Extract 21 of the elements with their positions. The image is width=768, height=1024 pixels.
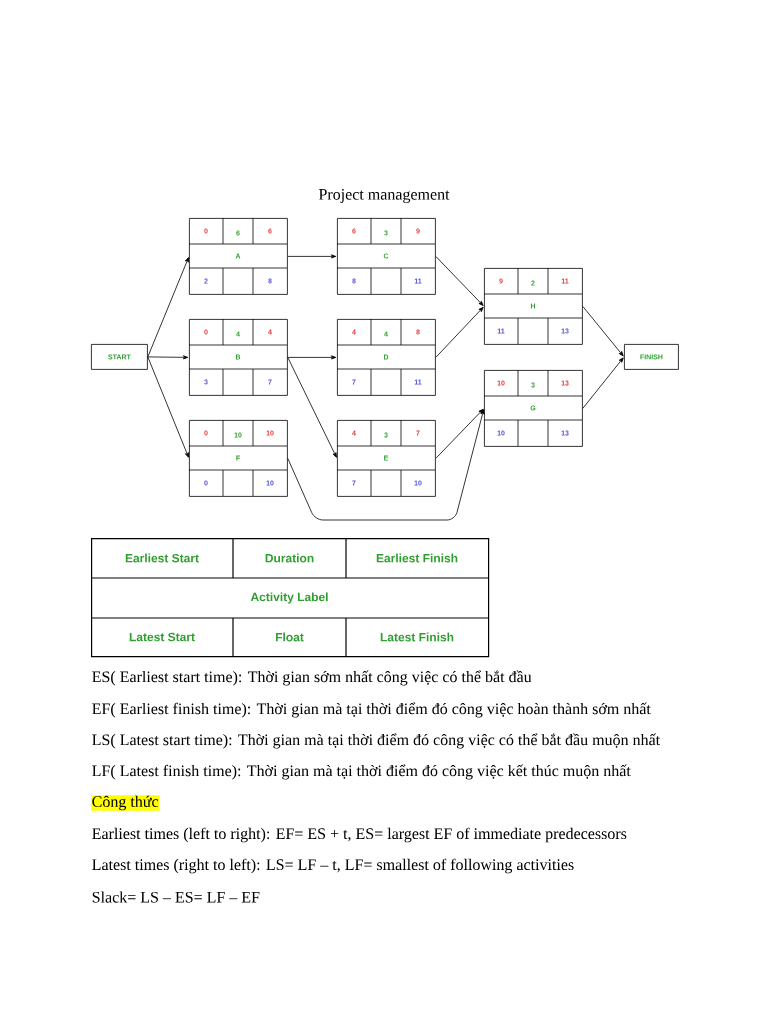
diagram-title: Project management <box>318 188 450 204</box>
arrow <box>435 408 484 459</box>
arrow <box>435 256 484 306</box>
arrow <box>582 306 624 357</box>
body-text: EF( Earliest finish time): Thời gian mà tại thời điểm đó công việc hoàn thành sớm nhất <box>92 702 651 718</box>
arrow <box>287 357 337 458</box>
body-text: Latest times (right to left): LS= LF – t, LF= smallest of following activities <box>92 858 574 874</box>
legend-table: Earliest Start Duration Earliest Finish Activity Label Latest Start Float Latest Finish <box>90 537 490 658</box>
arrow <box>582 357 624 409</box>
arrow <box>287 254 337 259</box>
arrow <box>147 356 189 458</box>
body-text: Slack= LS – ES= LF – EF <box>92 891 260 903</box>
highlighted-heading: Công thức <box>91 795 160 811</box>
arrow <box>435 306 484 358</box>
arrow <box>147 355 189 360</box>
arrow <box>287 355 337 360</box>
body-text: LF( Latest finish time): Thời gian mà tại thời điểm đó công việc kết thúc muộn nhất <box>92 764 631 780</box>
arrow <box>147 257 189 358</box>
body-text: LS( Latest start time): Thời gian mà tại thời điểm đó công việc có thể bắt đầu muộn nhất <box>92 733 661 749</box>
body-text: Earliest times (left to right): EF= ES + t, ES= largest EF of immediate predecessors <box>92 827 627 843</box>
arrow <box>287 409 485 521</box>
